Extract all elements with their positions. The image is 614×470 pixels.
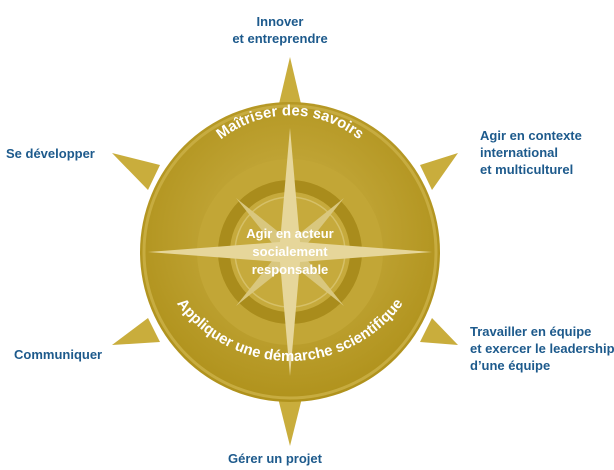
compass-point-upper-left <box>112 153 160 190</box>
label-line: international <box>480 145 559 160</box>
star-east <box>300 242 432 262</box>
center-text-line-2: socialement <box>252 244 328 259</box>
label-line: Agir en contexte <box>480 128 582 143</box>
center-text-line-1: Agir en acteur <box>246 226 333 241</box>
label-agir-international: Agir en contexte international et multic… <box>480 127 582 178</box>
label-line: Innover <box>256 14 304 29</box>
label-line: Travailler en équipe <box>470 324 592 339</box>
star-center <box>280 242 300 262</box>
label-se-developper: Se développer <box>6 145 95 162</box>
star-west <box>148 242 280 262</box>
label-gerer-projet: Gérer un projet <box>200 450 350 467</box>
label-line: Communiquer <box>14 347 103 362</box>
outer-disc-rim <box>142 104 438 400</box>
compass-point-top <box>278 57 302 108</box>
compass-point-lower-right <box>420 318 458 345</box>
label-line: et exercer le leadership <box>470 341 614 356</box>
label-line: Se développer <box>6 146 95 161</box>
label-line: et multiculturel <box>480 162 574 177</box>
label-travailler-equipe: Travailler en équipe et exercer le leade… <box>470 323 614 374</box>
label-communiquer: Communiquer <box>14 346 102 363</box>
compass-point-upper-right <box>420 153 458 190</box>
star-south <box>280 262 300 376</box>
center-text-line-3: responsable <box>252 262 329 277</box>
label-line: d’une équipe <box>470 358 551 373</box>
label-innover: Innover et entreprendre <box>210 13 350 47</box>
compass-point-lower-left <box>112 318 160 345</box>
star-north <box>280 128 300 242</box>
label-line: et entreprendre <box>232 31 328 46</box>
label-line: Gérer un projet <box>228 451 322 466</box>
compass-point-bottom <box>278 398 302 446</box>
